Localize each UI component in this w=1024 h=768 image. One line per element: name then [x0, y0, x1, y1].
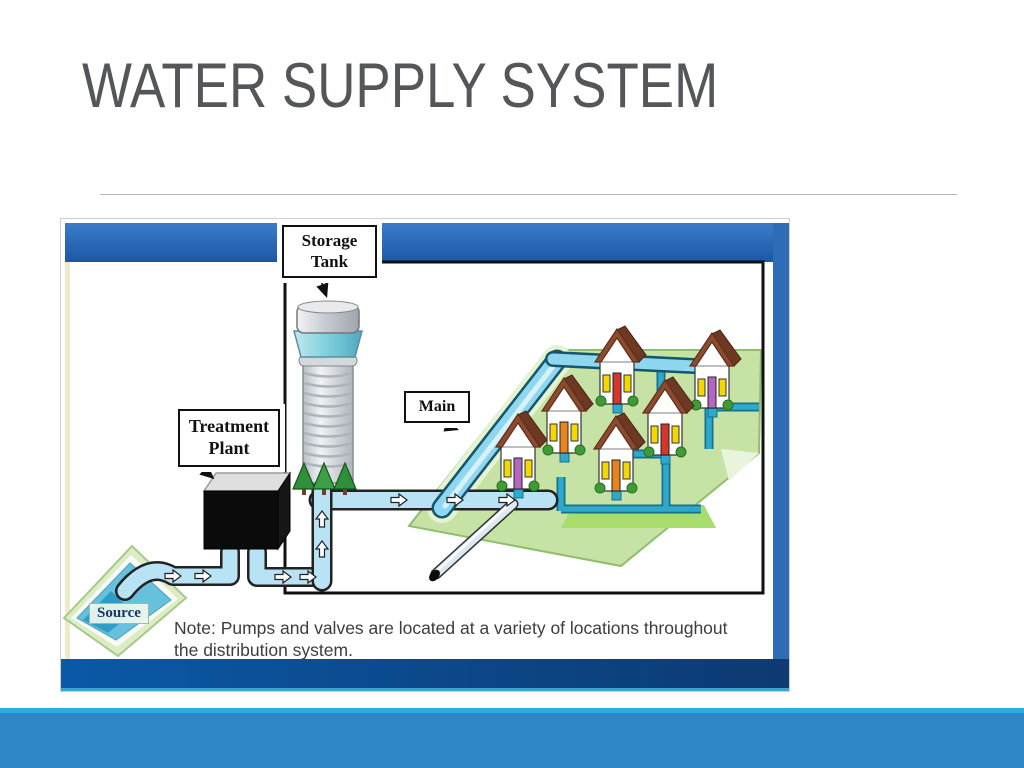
note-line2: the distribution system. [174, 640, 353, 660]
pipe-outlet-end [429, 569, 440, 582]
distribution-area-outline [283, 260, 765, 595]
diagram-artwork [61, 219, 789, 691]
treatment-plant-graphic [202, 471, 292, 551]
house-graphic [688, 329, 742, 418]
trees-graphic [292, 461, 357, 495]
treatment-plant-label-line2: Plant [208, 438, 250, 458]
storage-tank-label-line2: Tank [310, 251, 349, 271]
footer-accent-strip [0, 708, 1024, 713]
house-graphic [540, 374, 594, 463]
bottom-band [61, 659, 789, 691]
slide-title: WATER SUPPLY SYSTEM [82, 51, 719, 121]
treatment-plant-label-line1: Treatment [188, 416, 270, 437]
house-graphic [641, 376, 695, 465]
main-label: Main [404, 391, 470, 423]
source-label: Source [89, 603, 149, 624]
houses-group [494, 325, 742, 501]
storage-tank-graphic [293, 300, 363, 484]
water-supply-diagram: Storage Tank Treatment Plant Main Source… [60, 218, 790, 692]
header-band [65, 223, 789, 262]
main-label-text: Main [418, 398, 456, 416]
house-graphic [592, 412, 646, 501]
note-text: Note: Pumps and valves are located at a … [174, 617, 774, 661]
bottom-band-edge [61, 688, 789, 691]
storage-tank-label: Storage Tank [282, 225, 377, 278]
left-border-strip [65, 262, 70, 659]
right-border-strip [773, 223, 789, 660]
house-graphic [593, 325, 647, 414]
house-graphic [494, 410, 548, 499]
treatment-plant-label: Treatment Plant [178, 409, 280, 467]
source-label-text: Source [97, 605, 141, 621]
footer-bar [0, 713, 1024, 768]
storage-tank-label-line1: Storage [301, 231, 358, 251]
note-line1: Note: Pumps and valves are located at a … [174, 618, 728, 638]
title-divider [100, 194, 957, 195]
